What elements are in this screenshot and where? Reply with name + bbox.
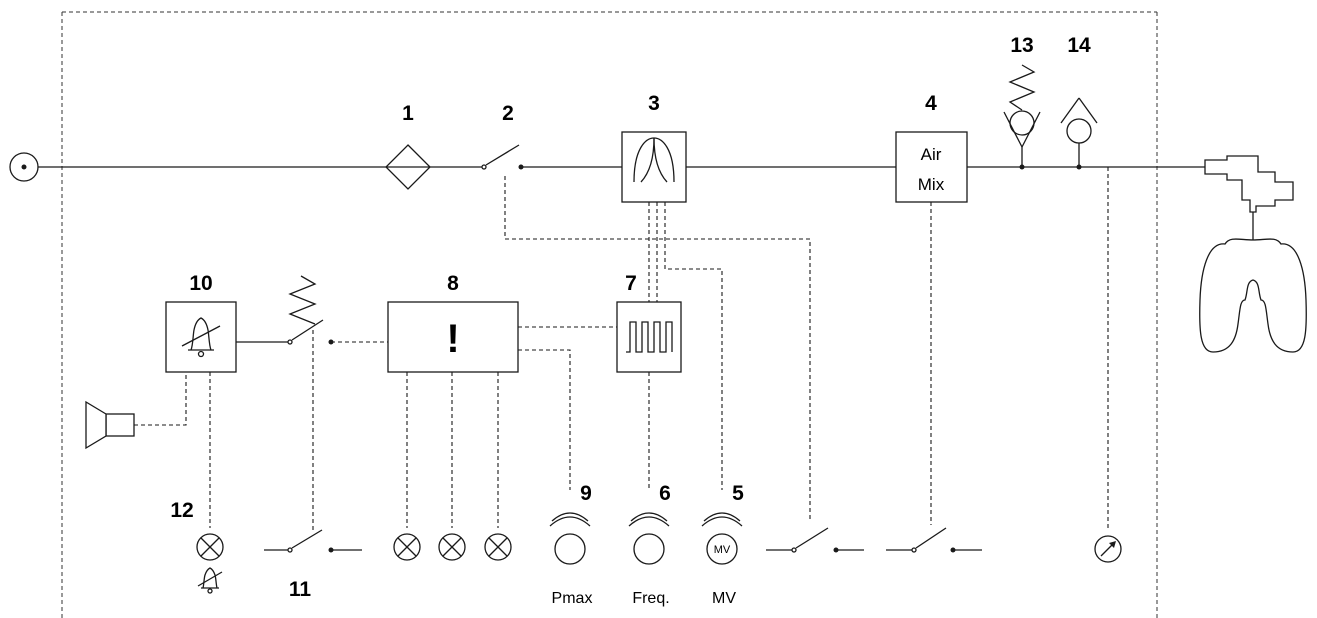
label-3: 3 — [648, 92, 660, 115]
filter-icon — [385, 144, 431, 190]
label-14: 14 — [1067, 34, 1091, 57]
gas-inlet-icon — [9, 152, 39, 182]
air-mix-switch-icon — [886, 527, 982, 553]
pmax-knob-icon — [549, 512, 591, 565]
label-4: 4 — [925, 92, 937, 115]
main-switch-icon — [481, 144, 524, 170]
control-lines — [504, 176, 932, 525]
speaker-icon — [85, 400, 135, 450]
lungs-icon — [1199, 212, 1307, 353]
air-mix-label-line1: Air — [921, 145, 942, 164]
air-mix-label-line2: Mix — [918, 175, 945, 194]
patient-valve-icon — [1204, 155, 1294, 213]
freq-label: Freq. — [632, 590, 669, 607]
logic-to-pmax-line — [518, 349, 571, 490]
label-8: 8 — [447, 272, 459, 295]
alarm-unit-box — [165, 301, 237, 373]
frequency-generator-box — [616, 301, 682, 373]
control-valve-icon — [621, 131, 687, 203]
label-10: 10 — [189, 272, 212, 295]
label-11: 11 — [289, 578, 312, 601]
pressure-relief-valve-icon — [1003, 64, 1041, 170]
mv-knob-icon: MV — [701, 512, 743, 565]
alarm-lamp-icon — [196, 533, 224, 561]
speaker-line — [134, 372, 187, 426]
label-13: 13 — [1010, 34, 1033, 57]
mv-label: MV — [712, 590, 736, 607]
indicator-lamp-3-icon — [484, 533, 512, 561]
indicator-lamp-2-icon — [438, 533, 466, 561]
label-2: 2 — [502, 102, 514, 125]
label-6: 6 — [659, 482, 671, 505]
indicator-lamp-1-icon — [393, 533, 421, 561]
alarm-logic-box: ! — [387, 301, 519, 373]
mv-knob-text: MV — [714, 544, 731, 556]
alarm-glyph: ! — [446, 317, 459, 361]
label-5: 5 — [732, 482, 744, 505]
mute-switch-icon — [264, 529, 362, 553]
valve-control-switch-icon — [766, 527, 864, 553]
label-7: 7 — [625, 272, 637, 295]
label-9: 9 — [580, 482, 592, 505]
air-mix-box: Air Mix — [895, 131, 968, 203]
check-valve-icon — [1060, 97, 1098, 170]
freq-knob-icon — [628, 512, 670, 565]
alarm-silenced-icon — [197, 567, 223, 594]
label-1: 1 — [402, 102, 414, 125]
alarm-mute-switch-icon — [287, 275, 334, 345]
device-boundary — [61, 11, 1158, 618]
pmax-label: Pmax — [552, 590, 593, 607]
label-12: 12 — [170, 499, 193, 522]
pressure-gauge-icon — [1094, 535, 1122, 563]
